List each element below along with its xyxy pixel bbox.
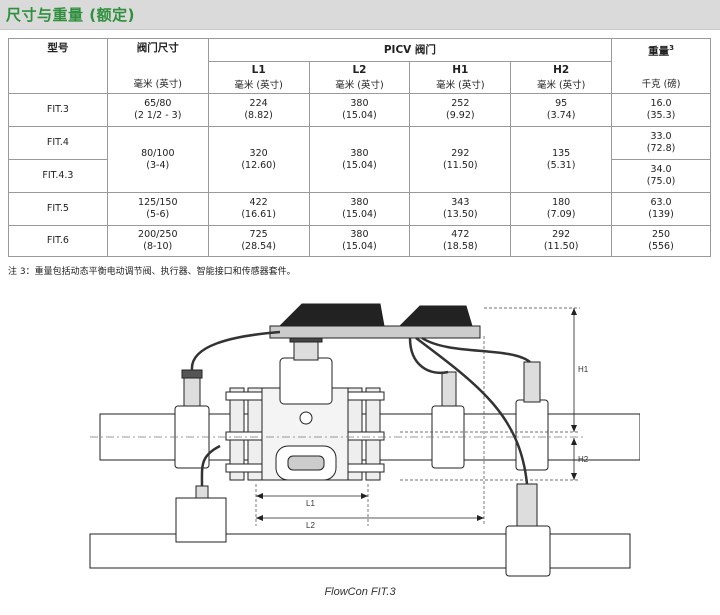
cell-model: FIT.5 (8, 192, 108, 226)
cable-right-sensor (421, 336, 531, 364)
smart-interface-box (175, 497, 227, 543)
cell-l1: 422(16.61) (207, 192, 310, 226)
cell-weight: 63.0(139) (611, 192, 711, 226)
cell-weight: 250(556) (611, 225, 711, 257)
header-picv: PICV 阀门 (207, 38, 613, 62)
header-weight-unit: 千克 (磅) (641, 79, 681, 90)
actuator-housing-left (278, 303, 385, 327)
right-sensor (523, 361, 541, 403)
cell-model: FIT.6 (8, 225, 108, 257)
cell-size: 200/250(8-10) (106, 225, 209, 257)
label-h2: H2 (578, 455, 589, 464)
actuator-housing-right (398, 305, 473, 327)
cell-size: 65/80(2 1/2 - 3) (106, 93, 209, 127)
cell-l2: 380(15.04) (308, 126, 411, 193)
cable-left-sensor (190, 330, 281, 371)
cell-model: FIT.3 (8, 93, 108, 127)
cell-weight: 34.0(75.0) (611, 159, 711, 193)
cell-l1: 224(8.82) (207, 93, 310, 127)
right-pipe-fitting (515, 399, 549, 471)
cell-h2: 95(3.74) (510, 93, 613, 127)
header-valve-size-unit: 毫米 (英寸) (133, 79, 182, 90)
cable-lower-sensor (415, 337, 529, 485)
header-weight: 重量3 千克 (磅) (611, 38, 711, 94)
cable-mid-sensor (408, 337, 449, 375)
cell-l1: 725(28.54) (207, 225, 310, 257)
cable-interface (200, 444, 221, 487)
cell-h2: 135(5.31) (510, 126, 613, 193)
table-row: FIT.6 200/250(8-10) 725(28.54) 380(15.04… (8, 225, 711, 257)
label-l1: L1 (306, 499, 315, 508)
mid-sensor (441, 371, 457, 407)
header-valve-size: 阀门尺寸 毫米 (英寸) (106, 38, 209, 94)
valve-bonnet (279, 357, 333, 405)
label-l2: L2 (306, 521, 315, 530)
cell-weight: 33.0(72.8) (611, 126, 711, 160)
cell-l2: 380(15.04) (308, 225, 411, 257)
cell-h2: 180(7.09) (510, 192, 613, 226)
valve-assembly-drawing: H1 H2 L1 L2 (89, 303, 640, 577)
cell-model: FIT.4.3 (8, 159, 108, 193)
section-title-bar: 尺寸与重量 (额定) (0, 0, 720, 30)
header-model: 型号 (8, 38, 108, 94)
cell-h1: 252(9.92) (409, 93, 512, 127)
cell-size: 125/150(5-6) (106, 192, 209, 226)
table-row: FIT.4 80/100(3-4) 320(12.60) 380(15.04) … (8, 126, 711, 193)
cell-h1: 472(18.58) (409, 225, 512, 257)
weight-footnote: 注 3：重量包括动态平衡电动调节阀、执行器、智能接口和传感器套件。 (8, 267, 296, 277)
cell-h1: 292(11.50) (409, 126, 512, 193)
actuator-rail (269, 325, 481, 339)
cell-l2: 380(15.04) (308, 192, 411, 226)
cell-weight: 16.0(35.3) (611, 93, 711, 127)
cell-h2: 292(11.50) (510, 225, 613, 257)
cell-l2: 380(15.04) (308, 93, 411, 127)
section-title: 尺寸与重量 (额定) (6, 6, 135, 24)
lower-pipe-fitting (505, 525, 551, 577)
left-sensor (183, 375, 201, 407)
lower-sensor (516, 483, 538, 527)
cell-model: FIT.4 (8, 126, 108, 160)
cell-h1: 343(13.50) (409, 192, 512, 226)
table-row: FIT.3 65/80(2 1/2 - 3) 224(8.82) 380(15.… (8, 93, 711, 127)
drawing-caption: FlowCon FIT.3 (324, 586, 396, 598)
table-row: FIT.5 125/150(5-6) 422(16.61) 380(15.04)… (8, 192, 711, 226)
cell-size: 80/100(3-4) (106, 126, 209, 193)
label-h1: H1 (578, 365, 589, 374)
cell-l1: 320(12.60) (207, 126, 310, 193)
